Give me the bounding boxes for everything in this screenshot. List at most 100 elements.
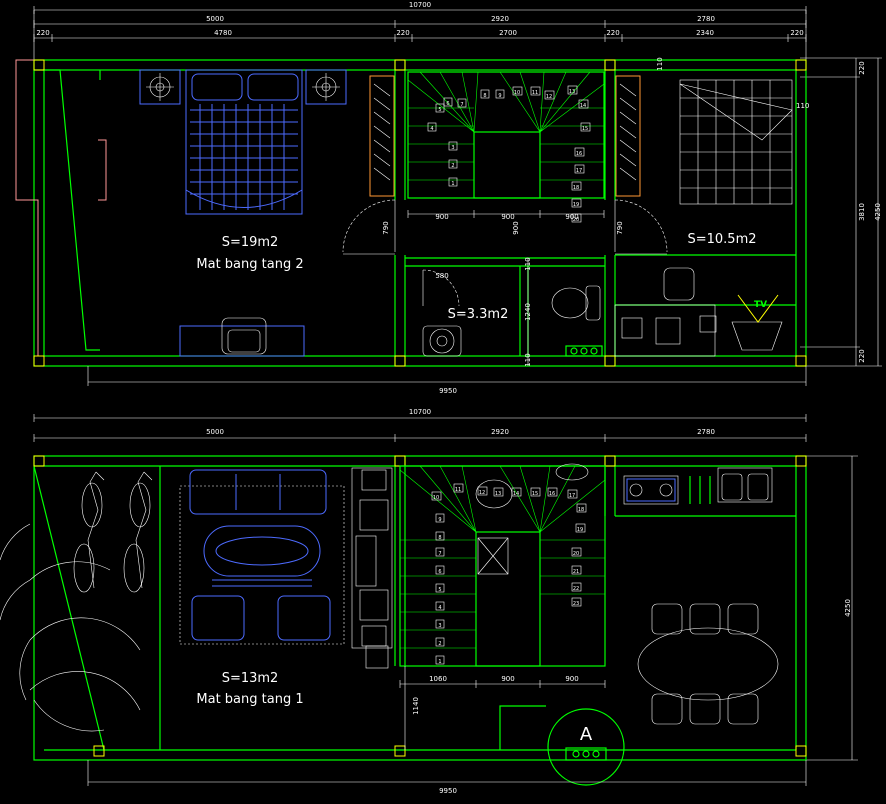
floor2-room2-area: S=10.5m2 — [687, 232, 756, 247]
floor2-nightstand-left — [139, 69, 181, 105]
floor2-stair-dim-4: 900 — [512, 221, 520, 234]
floor1-section-mark: A — [580, 724, 593, 745]
floor2-dimensions-bottom: 9950 — [87, 366, 807, 395]
floor1-section-marker: A — [547, 708, 625, 786]
floor2-step-17: 17 — [576, 168, 582, 174]
floor2-door-dim-left: 790 — [382, 221, 390, 234]
floor2-bed2-dim-a: 110 — [796, 102, 809, 110]
floor1-step-3: 3 — [438, 623, 441, 629]
floor1-step-14: 14 — [513, 491, 519, 497]
floor2-step-20: 20 — [573, 217, 579, 223]
floor2-columns — [33, 59, 807, 367]
floor2-overall-dim: 10700 — [409, 1, 431, 9]
floor2-bed2-dim-b: 110 — [656, 57, 664, 70]
floor1-step-23: 23 — [573, 601, 579, 607]
floor2-step-4: 4 — [430, 126, 433, 132]
floor2-step-13: 13 — [569, 89, 575, 95]
floor1-step-2: 2 — [438, 641, 441, 647]
floor1-step-20: 20 — [573, 551, 579, 557]
floor2-step-14: 14 — [580, 103, 586, 109]
floor1-dimensions-bottom: 9950 — [87, 760, 807, 795]
floor2-step-5: 5 — [438, 107, 441, 113]
floor2-dimensions-top: 10700 5000 2920 2780 220 4780 220 2700 2… — [33, 1, 807, 60]
floor2-wc-dim-width: 580 — [435, 272, 448, 280]
floor2-wardrobe-right — [615, 75, 641, 197]
floor2-step-11: 11 — [532, 90, 538, 96]
floor1-step-5: 5 — [438, 587, 441, 593]
floor2-step-6: 6 — [446, 101, 449, 107]
floor2-desk-2: TV — [614, 267, 783, 357]
floor1-title: Mat bang tang 1 — [196, 692, 303, 707]
floor2-right-dim-3: 220 — [858, 349, 866, 362]
floor2-sub-dim-1: 220 — [36, 29, 49, 37]
floor2-wardrobe-left — [369, 75, 395, 197]
floor2-sub-dim-6: 2340 — [696, 29, 714, 37]
floor1-motorbikes — [73, 471, 153, 593]
floor1-step-12: 12 — [479, 490, 485, 496]
floor1-stair-dim-1: 1060 — [429, 675, 447, 683]
floor2-door-dim-right: 790 — [616, 221, 624, 234]
floor2-title: Mat bang tang 2 — [196, 257, 303, 272]
floor2-step-9: 9 — [498, 93, 501, 99]
floor2-step-8: 8 — [483, 93, 486, 99]
floor1-kitchen — [623, 467, 773, 505]
floor2-step-2: 2 — [451, 163, 454, 169]
floor2-right-dim-2: 3810 — [858, 203, 866, 221]
floor2-step-12: 12 — [546, 94, 552, 100]
floor2-bed — [185, 69, 303, 215]
floor1-plan: 10700 5000 2920 2780 4250 — [0, 408, 858, 795]
floor2-dimensions-right: 220 3810 220 4250 — [800, 57, 882, 367]
floor1-step-6: 6 — [438, 569, 441, 575]
floor2-right-dim-4: 4250 — [874, 203, 882, 221]
floor1-dim-seg-3: 2780 — [697, 428, 715, 436]
floor2-plan: 10700 5000 2920 2780 220 4780 220 2700 2… — [15, 1, 882, 395]
floor2-nightstand-right — [305, 69, 347, 105]
floor1-side-dim: 1140 — [412, 697, 420, 715]
floor2-bedroom-area: S=19m2 — [222, 235, 279, 250]
floor2-step-1: 1 — [451, 181, 454, 187]
floor2-bottom-dim: 9950 — [439, 387, 457, 395]
floor1-step-7: 7 — [438, 551, 441, 557]
floor1-walls — [33, 455, 807, 761]
floor2-sub-dim-7: 220 — [790, 29, 803, 37]
floor1-step-4: 4 — [438, 605, 441, 611]
floor1-step-15: 15 — [532, 491, 538, 497]
floor1-overall-dim: 10700 — [409, 408, 431, 416]
floor2-dim-seg-1: 5000 — [206, 15, 224, 23]
floor2-sub-dim-2: 4780 — [214, 29, 232, 37]
floor2-wc-area: S=3.3m2 — [448, 307, 509, 322]
floor2-step-19: 19 — [573, 202, 579, 208]
floor2-step-3: 3 — [451, 145, 454, 151]
floor1-bottom-dim: 9950 — [439, 787, 457, 795]
floor1-step-11: 11 — [455, 487, 461, 493]
floor2-staircase: 900 900 900 900 1 2 3 4 5 6 7 8 9 10 11 … — [407, 71, 605, 235]
floor1-gate-swings — [0, 523, 141, 732]
floor2-wc-fixtures: 580 110 1240 110 — [422, 257, 603, 367]
floor1-stair-dim-2: 900 — [501, 675, 514, 683]
floor1-step-13: 13 — [495, 491, 501, 497]
floor2-doors: 790 790 — [342, 199, 668, 307]
floor1-dimensions-top: 10700 5000 2920 2780 — [33, 408, 807, 442]
floor2-balcony — [15, 59, 107, 356]
floor1-dim-seg-1: 5000 — [206, 428, 224, 436]
floor1-staircase: 1060 900 900 1140 1 2 3 4 5 6 7 8 9 10 1… — [399, 463, 606, 750]
floor1-step-8: 8 — [438, 535, 441, 541]
floor2-desk-chair — [179, 317, 305, 357]
floor1-sofa-set — [179, 469, 345, 645]
floor1-dimensions-right: 4250 — [800, 455, 858, 761]
floor1-step-18: 18 — [578, 507, 584, 513]
floor1-stair-numbers: 1 2 3 4 5 6 7 8 9 10 11 12 13 14 15 16 1… — [431, 483, 587, 665]
floor1-dim-seg-2: 2920 — [491, 428, 509, 436]
floor2-step-16: 16 — [576, 151, 582, 157]
floor1-columns — [33, 455, 807, 757]
floor1-step-19: 19 — [577, 527, 583, 533]
floor2-tv-label: TV — [754, 300, 767, 310]
floor1-dining-table — [637, 603, 779, 725]
floor1-step-21: 21 — [573, 569, 579, 575]
floor1-step-1: 1 — [438, 659, 441, 665]
floor2-dim-seg-3: 2780 — [697, 15, 715, 23]
floor1-stair-dim-3: 900 — [565, 675, 578, 683]
floor1-step-16: 16 — [549, 491, 555, 497]
floor2-walls — [33, 59, 807, 367]
